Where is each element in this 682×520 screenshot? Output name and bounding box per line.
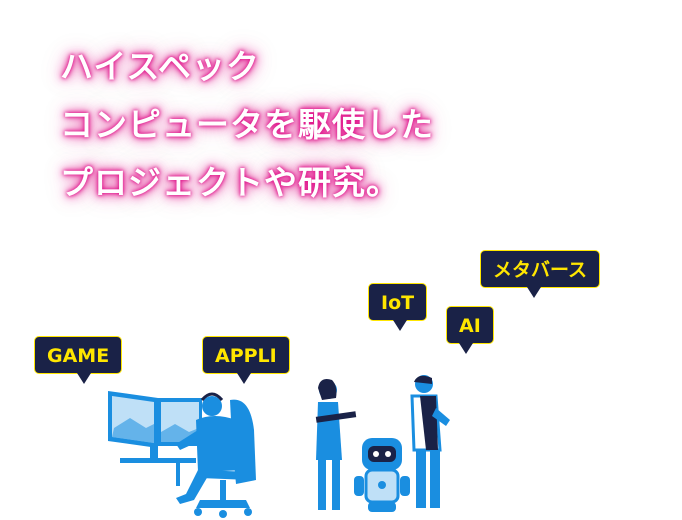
man-standing-illustration [410, 375, 450, 508]
bubble-appli: APPLI [202, 336, 290, 384]
headline-line-2: コンピュータを駆使した [60, 105, 434, 144]
bubble-ai: AI [446, 306, 494, 354]
bubble-appli-tail [237, 373, 251, 384]
bubble-game-label: GAME [47, 345, 110, 367]
gaming-chair [230, 399, 256, 484]
woman-with-laptop-illustration [315, 379, 357, 510]
bubble-game: GAME [34, 336, 123, 384]
laptop [315, 411, 357, 423]
gamer-desk-illustration [108, 391, 256, 518]
bubble-appli-label: APPLI [215, 345, 277, 367]
gamer-head [202, 396, 222, 416]
bubble-metaverse: メタバース [480, 250, 601, 298]
bubble-iot-label: IoT [381, 292, 415, 314]
headline: ハイスペック コンピュータを駆使した プロジェクトや研究。 [60, 38, 434, 212]
bubble-metaverse-tail [527, 287, 541, 298]
headline-line-1: ハイスペック [60, 47, 261, 86]
woman-body [316, 402, 342, 460]
bubble-game-tail [77, 373, 91, 384]
bubble-iot: IoT [368, 283, 428, 331]
bubble-ai-label: AI [459, 315, 481, 337]
bubble-ai-tail [459, 343, 473, 354]
robot-illustration [354, 438, 410, 512]
bubble-metaverse-label: メタバース [493, 259, 588, 281]
headline-line-3: プロジェクトや研究。 [60, 163, 400, 202]
bubble-iot-tail [393, 320, 407, 331]
